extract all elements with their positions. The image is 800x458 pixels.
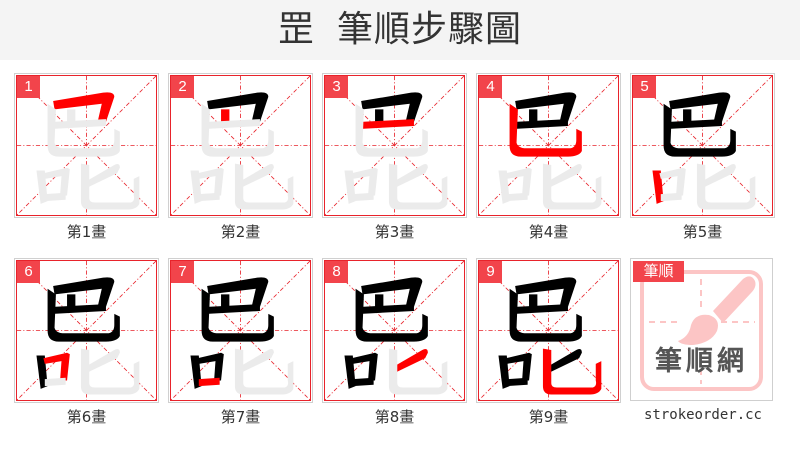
- practice-grid: 3: [324, 75, 465, 216]
- practice-grid: 2: [170, 75, 311, 216]
- practice-grid: 8: [324, 260, 465, 401]
- stroke-step-card[interactable]: 7: [168, 258, 313, 403]
- character-strokes-icon: [171, 76, 310, 215]
- stroke-step-frame: 2: [168, 73, 313, 218]
- step-label: 第3畫: [374, 223, 415, 241]
- logo-card[interactable]: 筆順 筆順網: [630, 258, 775, 403]
- step-number-badge: 8: [325, 261, 348, 283]
- stroke-step-frame: 6: [14, 258, 159, 403]
- character-strokes-icon: [633, 76, 772, 215]
- stroke-step-card[interactable]: 3: [322, 73, 467, 218]
- character-strokes-icon: [479, 76, 618, 215]
- stroke-step-frame: 8: [322, 258, 467, 403]
- step-label: 第4畫: [528, 223, 569, 241]
- character-strokes-icon: [171, 261, 310, 400]
- stroke-step-frame: 1: [14, 73, 159, 218]
- stroke-step-card[interactable]: 5: [630, 73, 775, 218]
- step-label: 第8畫: [374, 408, 415, 426]
- stroke-step-card[interactable]: 8: [322, 258, 467, 403]
- step-label: 第6畫: [66, 408, 107, 426]
- stroke-step-frame: 7: [168, 258, 313, 403]
- stroke-step-frame: 4: [476, 73, 621, 218]
- character-strokes-icon: [479, 261, 618, 400]
- logo-name: 筆順網: [655, 346, 748, 377]
- logo-box: 筆順 筆順網: [630, 258, 773, 401]
- title-character: 罡: [277, 9, 315, 50]
- site-link[interactable]: strokeorder.cc: [643, 407, 762, 423]
- step-number-badge: 7: [171, 261, 194, 283]
- step-number-badge: 3: [325, 76, 348, 98]
- step-number-badge: 6: [17, 261, 40, 283]
- step-number-badge: 1: [17, 76, 40, 98]
- stroke-step-card[interactable]: 9: [476, 258, 621, 403]
- title-text: 筆順步驟圖: [337, 9, 523, 50]
- step-number-badge: 9: [479, 261, 502, 283]
- character-strokes-icon: [325, 261, 464, 400]
- step-label: 第1畫: [66, 223, 107, 241]
- practice-grid: 7: [170, 260, 311, 401]
- step-label: 第2畫: [220, 223, 261, 241]
- practice-grid: 5: [632, 75, 773, 216]
- practice-grid: 4: [478, 75, 619, 216]
- practice-grid: 9: [478, 260, 619, 401]
- stroke-step-card[interactable]: 6: [14, 258, 159, 403]
- stroke-step-card[interactable]: 4: [476, 73, 621, 218]
- stroke-step-frame: 3: [322, 73, 467, 218]
- stroke-step-card[interactable]: 2: [168, 73, 313, 218]
- step-number-badge: 5: [633, 76, 656, 98]
- practice-grid: 1: [16, 75, 157, 216]
- step-number-badge: 4: [479, 76, 502, 98]
- page-header: [0, 0, 800, 60]
- step-label: 第9畫: [528, 408, 569, 426]
- paintbrush-icon: [640, 270, 763, 391]
- character-strokes-icon: [17, 261, 156, 400]
- logo-tag: 筆順: [633, 261, 684, 282]
- step-number-badge: 2: [171, 76, 194, 98]
- stroke-step-frame: 5: [630, 73, 775, 218]
- step-label: 第5畫: [682, 223, 723, 241]
- character-strokes-icon: [17, 76, 156, 215]
- page-title: 罡筆順步驟圖: [0, 0, 800, 60]
- stroke-step-card[interactable]: 1: [14, 73, 159, 218]
- step-label: 第7畫: [220, 408, 261, 426]
- character-strokes-icon: [325, 76, 464, 215]
- stroke-step-frame: 9: [476, 258, 621, 403]
- practice-grid: 6: [16, 260, 157, 401]
